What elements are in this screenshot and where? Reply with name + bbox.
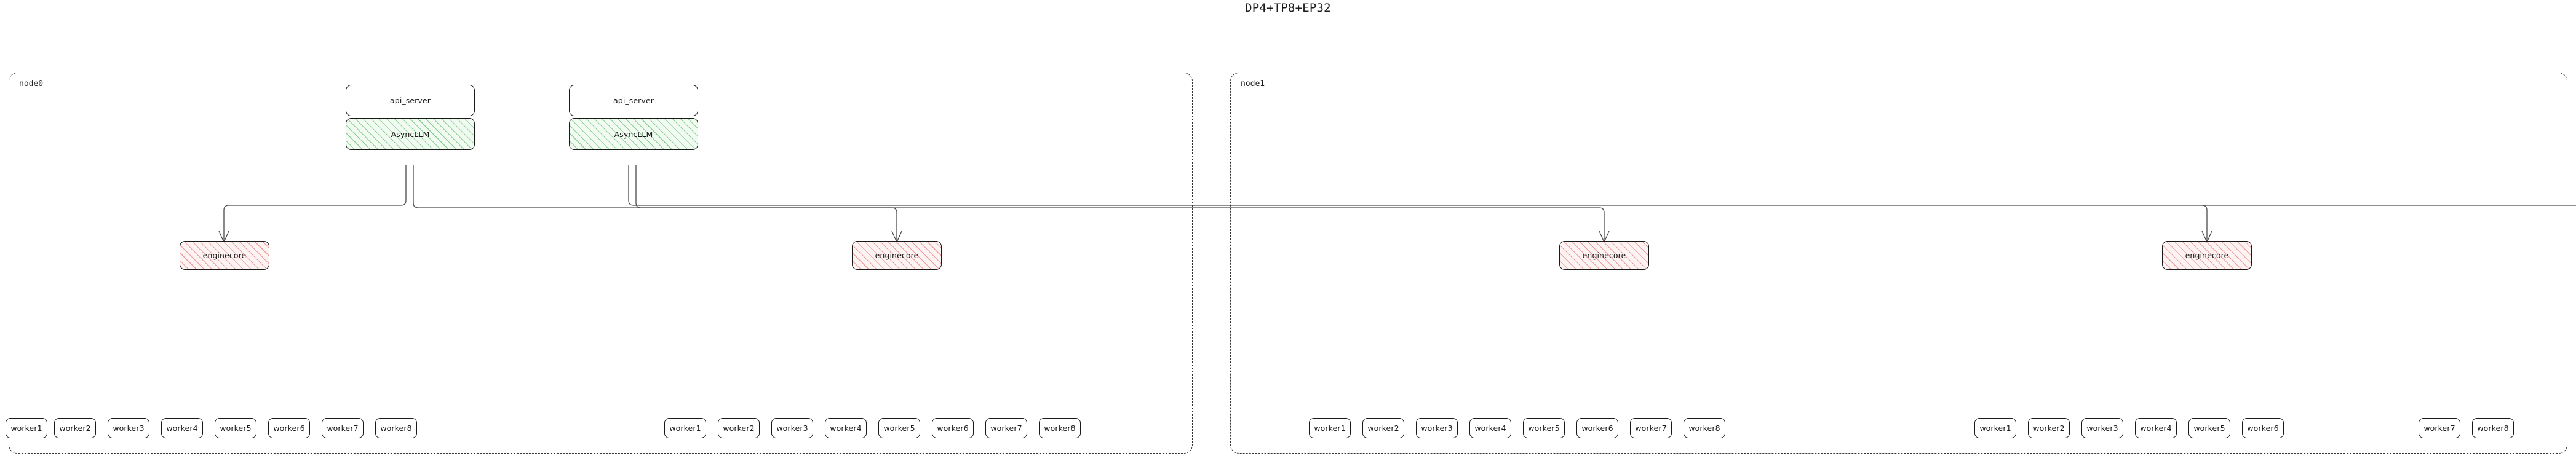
worker-label: worker8 [1044, 424, 1076, 433]
worker-box-n0-g1-5[interactable]: worker5 [878, 418, 920, 438]
node-cluster-label-node1: node1 [1241, 79, 1265, 89]
enginecore-box-n1-2[interactable]: enginecore [2162, 241, 2252, 270]
worker-box-n1-g1-2[interactable]: worker2 [2028, 418, 2070, 438]
worker-label: worker6 [273, 424, 305, 433]
worker-label: worker1 [1314, 424, 1346, 433]
node-cluster-node0: node0 [9, 73, 1193, 454]
node-cluster-node1: node1 [1230, 73, 2567, 454]
worker-label: worker2 [59, 424, 91, 433]
worker-label: worker5 [883, 424, 915, 433]
worker-box-n0-g0-6[interactable]: worker6 [268, 418, 310, 438]
worker-label: worker4 [2140, 424, 2172, 433]
worker-box-n0-g0-4[interactable]: worker4 [161, 418, 203, 438]
worker-box-n0-g1-8[interactable]: worker8 [1039, 418, 1081, 438]
worker-label: worker3 [113, 424, 145, 433]
worker-box-n1-g1-1[interactable]: worker1 [1974, 418, 2016, 438]
worker-label: worker2 [2033, 424, 2065, 433]
node-cluster-label-node0: node0 [19, 79, 44, 89]
worker-box-n1-g0-1[interactable]: worker1 [1309, 418, 1351, 438]
worker-label: worker7 [1635, 424, 1667, 433]
worker-box-n0-g0-3[interactable]: worker3 [108, 418, 149, 438]
api-server-box-n0-2[interactable]: api_server [569, 85, 698, 116]
worker-box-n0-g1-3[interactable]: worker3 [771, 418, 813, 438]
enginecore-label: enginecore [875, 251, 919, 260]
worker-label: worker3 [1421, 424, 1453, 433]
worker-label: worker1 [10, 424, 42, 433]
worker-box-n1-g1-6[interactable]: worker6 [2242, 418, 2284, 438]
enginecore-box-n1-1[interactable]: enginecore [1559, 241, 1649, 270]
worker-box-n0-g1-2[interactable]: worker2 [718, 418, 760, 438]
worker-label: worker3 [2086, 424, 2118, 433]
worker-box-n0-g0-5[interactable]: worker5 [215, 418, 256, 438]
asyncllm-label: AsyncLLM [391, 129, 430, 139]
worker-label: worker4 [166, 424, 198, 433]
asyncllm-box-n0-1[interactable]: AsyncLLM [346, 118, 475, 150]
api-server-box-n0-1[interactable]: api_server [346, 85, 475, 116]
worker-label: worker6 [937, 424, 969, 433]
worker-label: worker8 [1688, 424, 1720, 433]
enginecore-label: enginecore [2185, 251, 2229, 260]
worker-label: worker6 [2247, 424, 2279, 433]
asyncllm-box-n0-2[interactable]: AsyncLLM [569, 118, 698, 150]
worker-box-n0-g1-7[interactable]: worker7 [985, 418, 1027, 438]
enginecore-label: enginecore [202, 251, 247, 260]
enginecore-box-n0-1[interactable]: enginecore [180, 241, 269, 270]
worker-box-n1-g1-5[interactable]: worker5 [2188, 418, 2230, 438]
page-title: DP4+TP8+EP32 [1245, 1, 1331, 15]
api-server-label: api_server [613, 96, 654, 105]
worker-label: worker1 [669, 424, 701, 433]
worker-box-n0-g1-4[interactable]: worker4 [825, 418, 867, 438]
worker-label: worker4 [1474, 424, 1506, 433]
worker-box-n1-g0-5[interactable]: worker5 [1523, 418, 1565, 438]
worker-box-n1-g1-7[interactable]: worker7 [2419, 418, 2460, 438]
worker-label: worker7 [990, 424, 1022, 433]
worker-box-n0-g0-1[interactable]: worker1 [6, 418, 47, 438]
worker-label: worker1 [1979, 424, 2011, 433]
asyncllm-label: AsyncLLM [614, 129, 653, 139]
api-server-label: api_server [390, 96, 431, 105]
worker-box-n0-g0-2[interactable]: worker2 [54, 418, 96, 438]
worker-label: worker3 [776, 424, 808, 433]
worker-label: worker5 [1528, 424, 1560, 433]
worker-box-n1-g0-8[interactable]: worker8 [1684, 418, 1725, 438]
worker-label: worker4 [830, 424, 862, 433]
worker-box-n1-g1-8[interactable]: worker8 [2472, 418, 2514, 438]
worker-label: worker7 [2423, 424, 2455, 433]
worker-box-n1-g0-2[interactable]: worker2 [1362, 418, 1404, 438]
worker-box-n1-g1-3[interactable]: worker3 [2081, 418, 2123, 438]
worker-box-n0-g1-1[interactable]: worker1 [664, 418, 706, 438]
worker-box-n1-g0-6[interactable]: worker6 [1576, 418, 1618, 438]
worker-label: worker2 [723, 424, 755, 433]
worker-label: worker7 [327, 424, 359, 433]
worker-label: worker5 [220, 424, 252, 433]
worker-box-n1-g0-4[interactable]: worker4 [1469, 418, 1511, 438]
worker-label: worker8 [2477, 424, 2509, 433]
worker-label: worker8 [380, 424, 412, 433]
worker-box-n1-g1-4[interactable]: worker4 [2135, 418, 2177, 438]
worker-box-n1-g0-7[interactable]: worker7 [1630, 418, 1672, 438]
worker-label: worker5 [2193, 424, 2225, 433]
worker-box-n0-g1-6[interactable]: worker6 [932, 418, 974, 438]
worker-label: worker6 [1581, 424, 1613, 433]
worker-label: worker2 [1367, 424, 1399, 433]
worker-box-n0-g0-8[interactable]: worker8 [375, 418, 417, 438]
worker-box-n1-g0-3[interactable]: worker3 [1416, 418, 1458, 438]
enginecore-box-n0-2[interactable]: enginecore [852, 241, 942, 270]
enginecore-label: enginecore [1582, 251, 1626, 260]
worker-box-n0-g0-7[interactable]: worker7 [322, 418, 364, 438]
